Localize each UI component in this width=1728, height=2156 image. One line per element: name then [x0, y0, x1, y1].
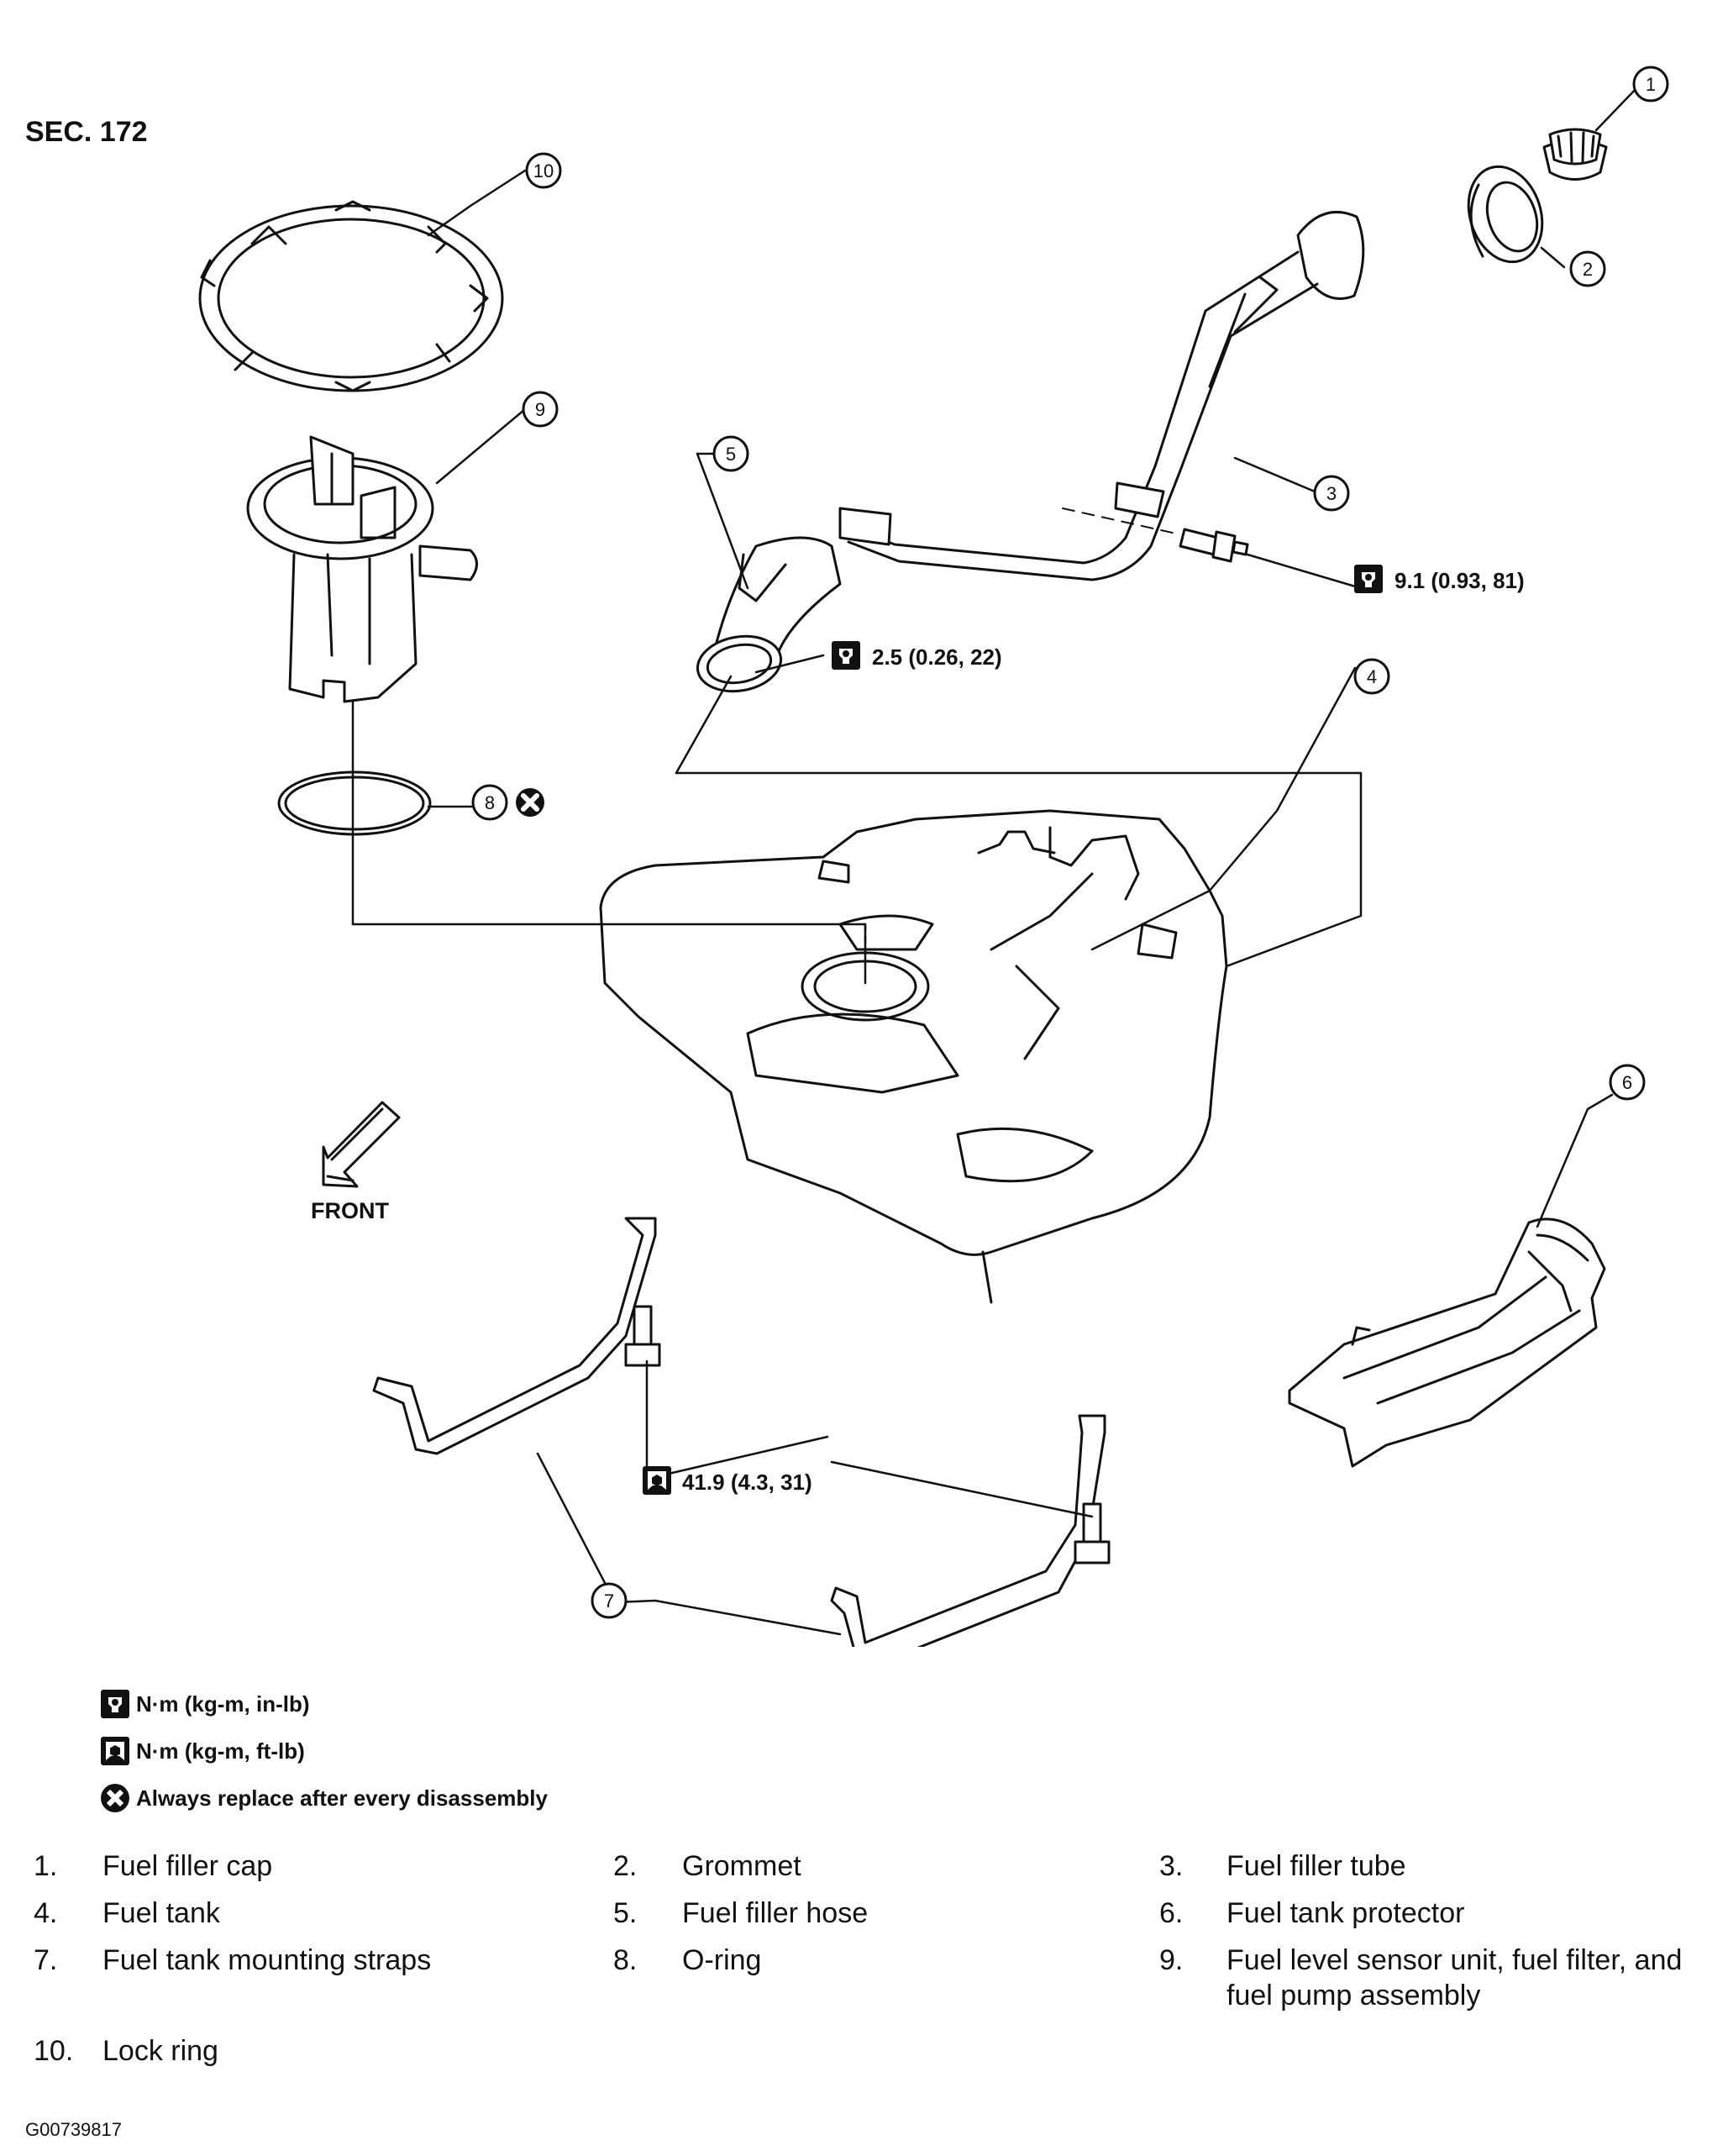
torque-ft-lb-icon	[641, 1465, 673, 1496]
svg-text:3: 3	[1326, 483, 1337, 504]
legend-torque-in-lb: N·m (kg-m, in-lb)	[101, 1680, 548, 1727]
torque-in-lb-icon	[1352, 563, 1384, 595]
legend-always-replace: Always replace after every disassembly	[101, 1775, 548, 1822]
symbol-legend: N·m (kg-m, in-lb) N·m (kg-m, ft-lb) Alwa…	[101, 1680, 548, 1822]
fuel-system-exploded-diagram: FRONT 1 2 3 4	[198, 66, 1669, 1647]
part-item-2: 2. Grommet	[613, 1850, 801, 1882]
svg-text:10: 10	[533, 160, 554, 181]
part-item-1: 1. Fuel filler cap	[34, 1850, 273, 1882]
legend-torque-ft-lb-text: N·m (kg-m, ft-lb)	[136, 1738, 305, 1764]
part-item-8: 8. O-ring	[613, 1944, 762, 1976]
svg-text:2: 2	[1583, 259, 1593, 280]
fuel-filler-hose	[696, 536, 842, 693]
torque-spec-filler-tube-bolt: 9.1 (0.93, 81)	[1352, 563, 1525, 595]
part-item-7: 7. Fuel tank mounting straps	[34, 1944, 432, 1976]
lock-ring	[198, 200, 504, 392]
part-item-9: 9. Fuel level sensor unit, fuel filter, …	[1159, 1944, 1683, 2011]
svg-text:9: 9	[535, 399, 545, 420]
svg-text:5: 5	[726, 444, 736, 465]
fuel-filler-cap	[1542, 128, 1608, 181]
replace-always-icon	[516, 788, 544, 817]
part-item-5: 5. Fuel filler hose	[613, 1897, 869, 1929]
callout-9: 9	[522, 391, 559, 428]
svg-text:4: 4	[1367, 666, 1377, 687]
svg-text:41.9 (4.3, 31): 41.9 (4.3, 31)	[682, 1470, 812, 1495]
callout-4: 4	[1353, 658, 1390, 695]
fuel-tank-protector	[1288, 1217, 1606, 1468]
callout-10: 10	[525, 152, 562, 189]
replace-always-icon	[101, 1784, 129, 1812]
legend-torque-ft-lb: N·m (kg-m, ft-lb)	[101, 1727, 548, 1775]
callout-1: 1	[1632, 66, 1669, 103]
fuel-tank	[599, 809, 1228, 1304]
front-direction-arrow	[322, 1101, 401, 1188]
callout-8: 8	[471, 784, 508, 821]
svg-text:9.1 (0.93, 81): 9.1 (0.93, 81)	[1394, 568, 1525, 593]
torque-spec-strap-bolt: 41.9 (4.3, 31)	[641, 1465, 812, 1496]
torque-ft-lb-icon	[101, 1737, 129, 1765]
part-item-4: 4. Fuel tank	[34, 1897, 220, 1929]
callout-3: 3	[1313, 475, 1350, 512]
callout-2: 2	[1569, 250, 1606, 287]
section-label: SEC. 172	[25, 116, 148, 148]
svg-text:7: 7	[604, 1591, 614, 1612]
part-item-6: 6. Fuel tank protector	[1159, 1897, 1465, 1929]
parts-list: 1. Fuel filler cap 2. Grommet 3. Fuel fi…	[34, 1848, 1714, 2067]
part-item-3: 3. Fuel filler tube	[1159, 1850, 1406, 1882]
fuel-tank-mounting-straps	[372, 1217, 1111, 1647]
torque-in-lb-icon	[830, 639, 862, 671]
svg-text:2.5 (0.26, 22): 2.5 (0.26, 22)	[872, 644, 1002, 670]
front-label: FRONT	[311, 1198, 389, 1223]
torque-spec-hose-clamp: 2.5 (0.26, 22)	[830, 639, 1002, 671]
callout-7: 7	[591, 1582, 628, 1619]
grommet	[1467, 165, 1544, 264]
fuel-pump-assembly	[246, 435, 478, 703]
callout-5: 5	[712, 435, 749, 472]
svg-text:6: 6	[1622, 1072, 1632, 1093]
figure-id: G00739817	[25, 2119, 122, 2140]
o-ring	[277, 770, 432, 836]
svg-text:1: 1	[1646, 74, 1656, 95]
torque-in-lb-icon	[101, 1690, 129, 1718]
svg-text:8: 8	[485, 792, 495, 813]
assembly-lines	[351, 85, 1640, 1636]
fuel-filler-tube	[838, 210, 1365, 581]
callout-6: 6	[1609, 1064, 1646, 1101]
filler-tube-bolt	[1062, 507, 1249, 563]
legend-torque-in-lb-text: N·m (kg-m, in-lb)	[136, 1691, 310, 1717]
part-item-10: 10. Lock ring	[34, 2035, 218, 2067]
legend-always-replace-text: Always replace after every disassembly	[136, 1785, 548, 1811]
